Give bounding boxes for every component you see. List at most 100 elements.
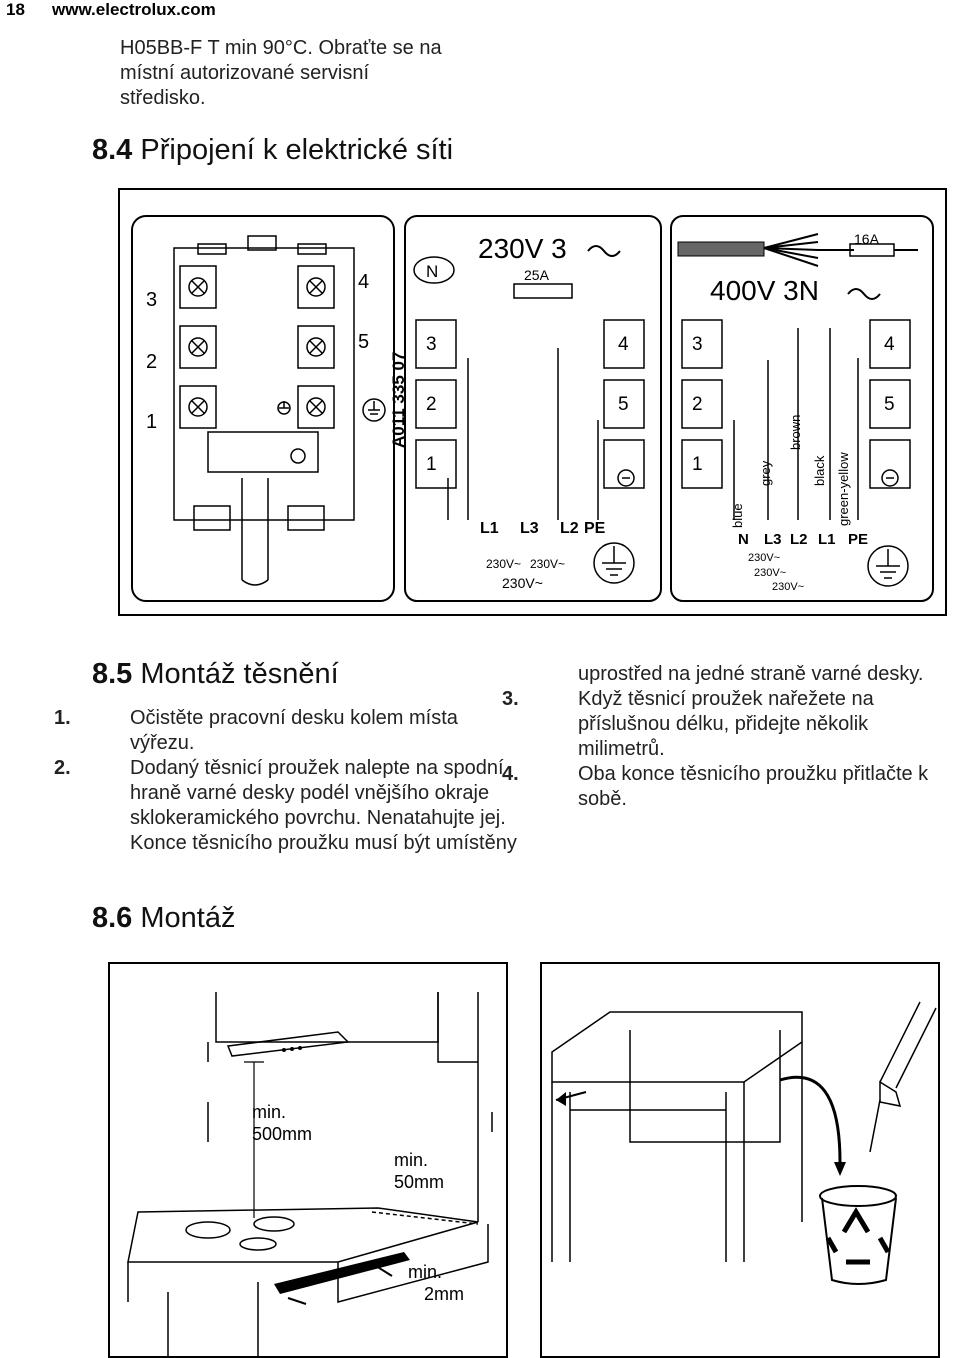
arrow-icon xyxy=(779,1075,842,1163)
ground-icon xyxy=(362,398,386,422)
list-item: 4.Oba konce těsnicího proužku přitlačte … xyxy=(502,763,929,810)
list-item: 1.Očistěte pracovní desku kolem místa vý… xyxy=(54,707,458,754)
wire-color-label: grey xyxy=(758,460,773,486)
tilde-icon xyxy=(847,288,881,300)
terminal-number: 1 xyxy=(426,454,437,475)
cabinet-drawing xyxy=(551,1011,803,1262)
wire-color-label: black xyxy=(812,455,827,486)
arrow-icon xyxy=(287,1297,307,1305)
terminal-number: 2 xyxy=(426,394,437,415)
terminal-number: 2 xyxy=(146,351,157,373)
wire-color-label: brown xyxy=(788,415,803,450)
seal-strip xyxy=(274,1252,410,1294)
dimension-line xyxy=(244,1061,264,1218)
dim-label: min. xyxy=(394,1150,428,1170)
part-code: A011 335 07 xyxy=(389,352,408,448)
cable-wires xyxy=(763,233,918,267)
tilde-icon xyxy=(587,245,621,257)
wiring-diagram: 3 2 1 4 5 A011 335 07 N 230V 3 25A 3 2 1… xyxy=(118,188,947,616)
diagram-frame xyxy=(118,188,947,616)
dim-label: 500mm xyxy=(252,1124,312,1144)
mid-n-circle xyxy=(413,256,455,284)
phase-label: L3 xyxy=(764,531,782,548)
steps-left: 1.Očistěte pracovní desku kolem místa vý… xyxy=(54,706,524,856)
dim-label: 2mm xyxy=(424,1284,464,1304)
voltage-label: 230V~ xyxy=(748,552,780,564)
section-heading-86: 8.6 Montáž xyxy=(92,902,236,935)
voltage-label: 230V~ xyxy=(502,575,543,591)
terminal-number: 4 xyxy=(618,334,629,355)
right-terminals xyxy=(681,319,911,520)
fuse-icon xyxy=(849,243,895,257)
page-number: 18 xyxy=(6,0,25,19)
wire-color-label: green-yellow xyxy=(836,452,851,526)
list-item: 3.Když těsnicí proužek nařežete na přísl… xyxy=(502,688,874,760)
dim-label: min. xyxy=(408,1262,442,1282)
phase-label: L3 xyxy=(520,520,539,537)
intro-line: středisko. xyxy=(120,87,206,109)
ground-icon xyxy=(867,545,909,587)
dim-label: min. xyxy=(252,1102,286,1122)
terminal-number: 4 xyxy=(358,271,369,293)
cable-sheath xyxy=(677,241,765,257)
terminal-panel-mid xyxy=(404,215,662,602)
terminal-number: 5 xyxy=(884,394,895,415)
section-number: 8.6 xyxy=(92,902,133,934)
section-heading-84: 8.4 Připojení k elektrické síti xyxy=(92,134,453,167)
list-item-continued: uprostřed na jedné straně varné desky. xyxy=(578,663,924,685)
intro-line: H05BB-F T min 90°C. Obraťte se na xyxy=(120,37,442,59)
voltage-label: 230V~ xyxy=(772,581,804,593)
arrow-icon xyxy=(375,1265,393,1277)
mid-fuse: 25A xyxy=(524,267,550,283)
terminal-number: 1 xyxy=(692,454,703,475)
phase-label: PE xyxy=(848,531,868,548)
section-title: Montáž těsnění xyxy=(140,658,339,690)
voltage-label: 230V~ xyxy=(754,567,786,579)
phase-label: L1 xyxy=(818,531,836,548)
trash-bin-icon xyxy=(819,1185,897,1285)
intro-paragraph: H05BB-F T min 90°C. Obraťte se na místní… xyxy=(120,36,520,111)
terminal-number: 5 xyxy=(358,331,369,353)
terminal-number: 5 xyxy=(618,394,629,415)
terminal-number: 2 xyxy=(692,394,703,415)
phase-label: L2 xyxy=(790,531,808,548)
ground-icon xyxy=(277,401,291,415)
right-fuse: 16A xyxy=(854,231,880,247)
cabinet-cut-illustration xyxy=(540,962,940,1358)
phase-label: PE xyxy=(584,520,606,537)
terminal-number: 3 xyxy=(692,334,703,355)
mounting-clearance-illustration: min. 500mm min. 50mm min. 2mm xyxy=(108,962,508,1358)
section-title: Montáž xyxy=(140,902,236,934)
illustration-frame xyxy=(108,962,508,1358)
mid-terminals xyxy=(415,319,645,520)
terminal-panel-right xyxy=(670,215,934,602)
mid-n-label: N xyxy=(426,262,438,281)
section-number: 8.4 xyxy=(92,134,133,166)
dim-label: 50mm xyxy=(394,1172,444,1192)
terminal-number: 3 xyxy=(426,334,437,355)
illustration-frame xyxy=(540,962,940,1358)
phase-label: L1 xyxy=(480,520,499,537)
list-item: 2.Dodaný těsnicí proužek nalepte na spod… xyxy=(54,757,517,854)
right-voltage: 400V 3N xyxy=(710,275,819,306)
voltage-label: 230V~ xyxy=(486,557,521,571)
arrow-head xyxy=(834,1162,846,1176)
phase-label: N xyxy=(738,531,749,548)
terminal-number: 1 xyxy=(146,411,157,433)
terminal-panel-left xyxy=(131,215,395,602)
fuse-icon xyxy=(513,283,573,299)
steps-right: uprostřed na jedné straně varné desky. 3… xyxy=(502,662,940,812)
phase-label: L2 xyxy=(560,520,579,537)
hood-light-icon xyxy=(282,1046,302,1052)
header-url: www.electrolux.com xyxy=(52,0,216,19)
section-heading-85: 8.5 Montáž těsnění xyxy=(92,658,339,691)
terminal-number: 3 xyxy=(146,289,157,311)
mid-voltage: 230V 3 xyxy=(478,233,567,264)
terminal-number: 4 xyxy=(884,334,895,355)
wire-color-label: blue xyxy=(730,503,745,528)
section-title: Připojení k elektrické síti xyxy=(140,134,454,166)
arrow-head xyxy=(556,1092,566,1106)
section-number: 8.5 xyxy=(92,658,133,690)
hand-icon xyxy=(869,1001,937,1153)
recycle-icon xyxy=(825,1207,891,1265)
